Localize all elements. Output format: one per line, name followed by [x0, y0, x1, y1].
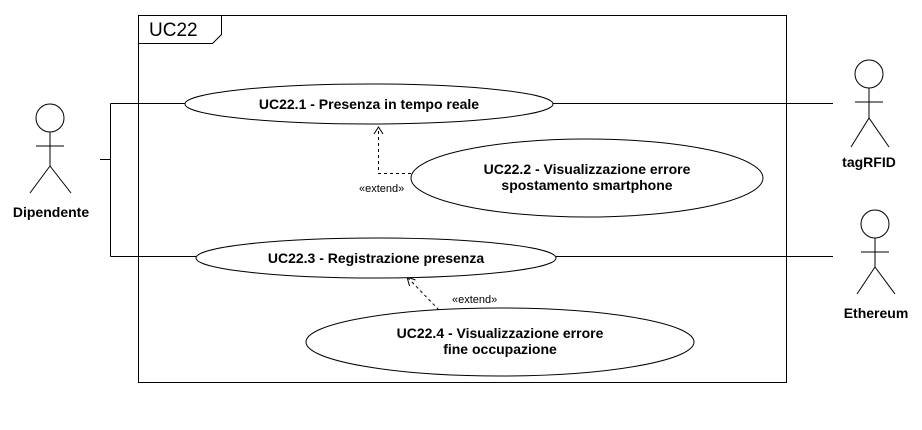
extend-relations: «extend» «extend»: [359, 126, 497, 311]
use-case-uc22-2[interactable]: UC22.2 - Visualizzazione errore spostame…: [410, 138, 764, 218]
use-case-label-4-line2: fine occupazione: [443, 341, 557, 357]
actor-label-ethereum: Ethereum: [844, 305, 909, 321]
extend-label-1: «extend»: [359, 183, 404, 195]
extend-label-2: «extend»: [452, 294, 497, 306]
stick-figure-icon: [856, 209, 896, 295]
actor-tagrfid[interactable]: tagRFID: [842, 59, 896, 170]
extend-arrowhead-1: [373, 126, 384, 135]
extend-arrow-uc4-uc3: [407, 277, 440, 311]
actor-dipendente[interactable]: Dipendente: [13, 103, 89, 220]
use-case-uc22-1[interactable]: UC22.1 - Presenza in tempo reale: [184, 83, 554, 125]
system-boundary: [138, 15, 787, 383]
actor-label-dipendente: Dipendente: [13, 204, 89, 220]
use-case-label-4-line1: UC22.4 - Visualizzazione errore: [397, 325, 604, 341]
use-case-ellipse-3[interactable]: [195, 237, 557, 279]
actor-label-tagrfid: tagRFID: [842, 154, 896, 170]
extend-arrow-uc2-uc1: [378, 128, 411, 174]
associations: [100, 103, 833, 257]
system-frame: UC22: [138, 15, 787, 383]
actor-ethereum[interactable]: Ethereum: [844, 209, 909, 321]
use-case-uc22-3[interactable]: UC22.3 - Registrazione presenza: [195, 237, 557, 279]
use-case-label-2-line2: spostamento smartphone: [501, 177, 672, 193]
use-case-uc22-4[interactable]: UC22.4 - Visualizzazione errore fine occ…: [305, 307, 695, 377]
use-case-ellipse-2[interactable]: [410, 138, 764, 218]
frame-title: UC22: [149, 20, 198, 41]
stick-figure-icon: [850, 59, 890, 148]
use-case-ellipse-1[interactable]: [184, 83, 554, 125]
use-case-ellipse-4[interactable]: [305, 307, 695, 377]
use-case-label-2-line1: UC22.2 - Visualizzazione errore: [484, 161, 691, 177]
use-case-label-1: UC22.1 - Presenza in tempo reale: [259, 96, 479, 112]
frame-tab: [138, 15, 222, 44]
use-case-label-3: UC22.3 - Registrazione presenza: [268, 250, 485, 266]
stick-figure-icon: [29, 103, 72, 194]
